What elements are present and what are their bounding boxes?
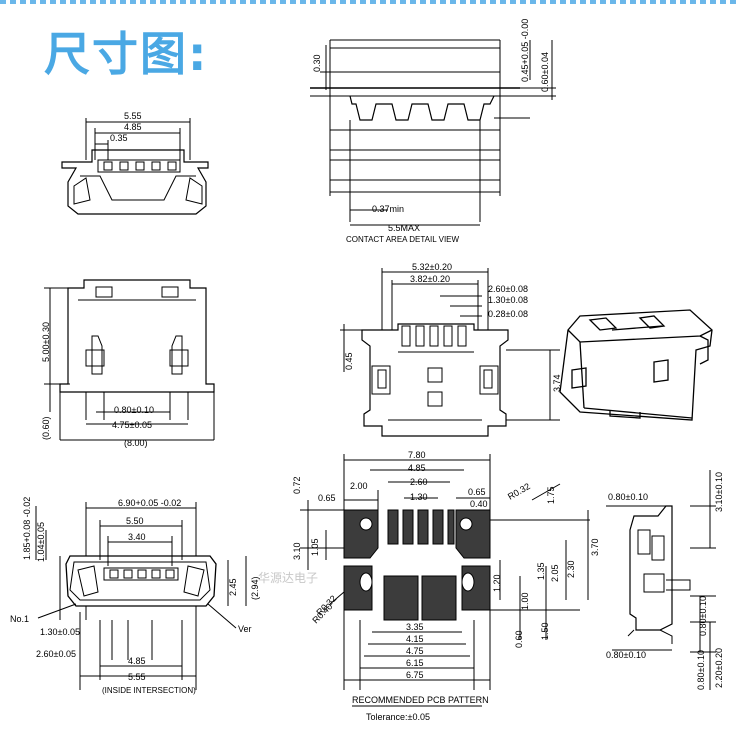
pcb-dim-1-00: 1.00	[520, 592, 530, 610]
dim-1-30: 1.30±0.05	[40, 627, 80, 637]
pcb-dim-0-65b: 0.65	[468, 487, 486, 497]
dim-2-60: 2.60±0.08	[488, 284, 528, 294]
dim-5-00: 5.00±0.30	[41, 322, 51, 362]
pcb-dim-1-35: 1.35	[536, 562, 546, 580]
pcb-dim-6-75: 6.75	[406, 670, 424, 680]
pcb-dim-4-15: 4.15	[406, 634, 424, 644]
page-title: 尺寸图:	[44, 27, 209, 81]
dim-0-60-paren: (0.60)	[41, 416, 51, 440]
front-view: 5.55 4.85 0.35	[61, 111, 209, 215]
side-dim-2-20: 2.20±0.20	[714, 648, 724, 688]
dim-1-30: 1.30±0.08	[488, 295, 528, 305]
pcb-dim-1-50: 1.50	[540, 622, 550, 640]
pcb-dim-0-65a: 0.65	[318, 493, 336, 503]
watermark: 华源达电子	[258, 571, 318, 585]
label-ver: Ver	[238, 624, 252, 634]
top-view: 5.00±0.30 (0.60) 0.80±0.10 4.75±0.05 (8.…	[41, 279, 215, 448]
pcb-tolerance: Tolerance:±0.05	[366, 712, 430, 722]
contact-detail-view: 0.30 0.45+0.05 -0.00 0.60±0.04 0.37min 5…	[310, 19, 556, 244]
dim-2-60: 2.60±0.05	[36, 649, 76, 659]
pcb-dim-2-60: 2.60	[410, 477, 428, 487]
dim-0-28: 0.28±0.08	[488, 309, 528, 319]
dim-3-82: 3.82±0.20	[410, 274, 450, 284]
pcb-caption: RECOMMENDED PCB PATTERN	[352, 695, 489, 705]
pcb-dim-1-30: 1.30	[410, 492, 428, 502]
side-dim-0-80a: 0.80±0.10	[608, 492, 648, 502]
inside-caption: (INSIDE INTERSECTION)	[102, 686, 196, 695]
dim-0-37min: 0.37min	[372, 204, 404, 214]
dim-4-75: 4.75±0.05	[112, 420, 152, 430]
pcb-dim-7-80: 7.80	[408, 450, 426, 460]
pcb-dim-3-35: 3.35	[406, 622, 424, 632]
pcb-dim-r032: R0.32	[506, 481, 532, 502]
pcb-dim-0-72: 0.72	[292, 476, 302, 494]
dim-3-74: 3.74	[552, 374, 562, 392]
dim-2-94: (2.94)	[250, 576, 260, 600]
dim-5-55-b: 5.55	[128, 672, 146, 682]
dim-5-5max: 5.5MAX	[388, 223, 420, 233]
pcb-dim-r040: R0.40	[310, 601, 334, 625]
dim-5-32: 5.32±0.20	[412, 262, 452, 272]
dim-0-45: 0.45+0.05 -0.00	[520, 19, 530, 82]
dim-1-85: 1.85+0.08 -0.02	[22, 497, 32, 560]
dim-3-40: 3.40	[128, 532, 146, 542]
pcb-dim-0-40: 0.40	[470, 499, 488, 509]
dim-5-50: 5.50	[126, 516, 144, 526]
dim-0-30: 0.30	[312, 54, 322, 72]
dim-4-85-b: 4.85	[128, 656, 146, 666]
pcb-dim-2-00: 2.00	[350, 481, 368, 491]
pcb-dim-2-05: 2.05	[550, 564, 560, 582]
isometric-view	[559, 309, 713, 421]
label-no1: No.1	[10, 614, 29, 624]
pcb-dim-4-85: 4.85	[408, 463, 426, 473]
pcb-dim-1-20: 1.20	[492, 574, 502, 592]
side-dim-0-80c: 0.80±0.10	[696, 650, 706, 690]
dim-5-55: 5.55	[124, 111, 142, 121]
mid-view: 5.32±0.20 3.82±0.20 2.60±0.08 1.30±0.08 …	[340, 262, 562, 437]
dim-0-35: 0.35	[110, 133, 128, 143]
pcb-dim-2-30: 2.30	[566, 560, 576, 578]
dim-6-90: 6.90+0.05 -0.02	[118, 498, 181, 508]
top-border	[0, 0, 739, 4]
side-dim-0-80b: 0.80±0.10	[698, 596, 708, 636]
dim-1-04: 1.04±0.05	[36, 522, 46, 562]
pcb-dim-3-70: 3.70	[590, 538, 600, 556]
pcb-dim-6-15: 6.15	[406, 658, 424, 668]
pcb-dim-0-60: 0.60	[514, 630, 524, 648]
pcb-dim-4-75: 4.75	[406, 646, 424, 656]
right-side-view: 0.80±0.10 3.10±0.10 0.80±0.10 0.80±0.10 …	[606, 470, 724, 690]
pcb-pattern-view: 7.80 4.85 2.60 2.00 1.30 0.65 0.65 0.40 …	[292, 450, 600, 722]
dim-0-45-mid: 0.45	[344, 352, 354, 370]
pcb-dim-3-10: 3.10	[292, 542, 302, 560]
side-front-view: 6.90+0.05 -0.02 5.50 3.40 1.85+0.08 -0.0…	[10, 497, 260, 695]
dim-0-80: 0.80±0.10	[114, 405, 154, 415]
side-dim-0-80d: 0.80±0.10	[606, 650, 646, 660]
dim-8-00: (8.00)	[124, 438, 148, 448]
side-dim-3-10: 3.10±0.10	[714, 472, 724, 512]
dim-2-45: 2.45	[228, 578, 238, 596]
pcb-dim-1-75: 1.75	[546, 486, 556, 504]
dim-4-85: 4.85	[124, 122, 142, 132]
dim-0-60: 0.60±0.04	[540, 52, 550, 92]
pcb-dim-1-05: 1.05	[310, 538, 320, 556]
contact-caption: CONTACT AREA DETAIL VIEW	[346, 235, 460, 244]
